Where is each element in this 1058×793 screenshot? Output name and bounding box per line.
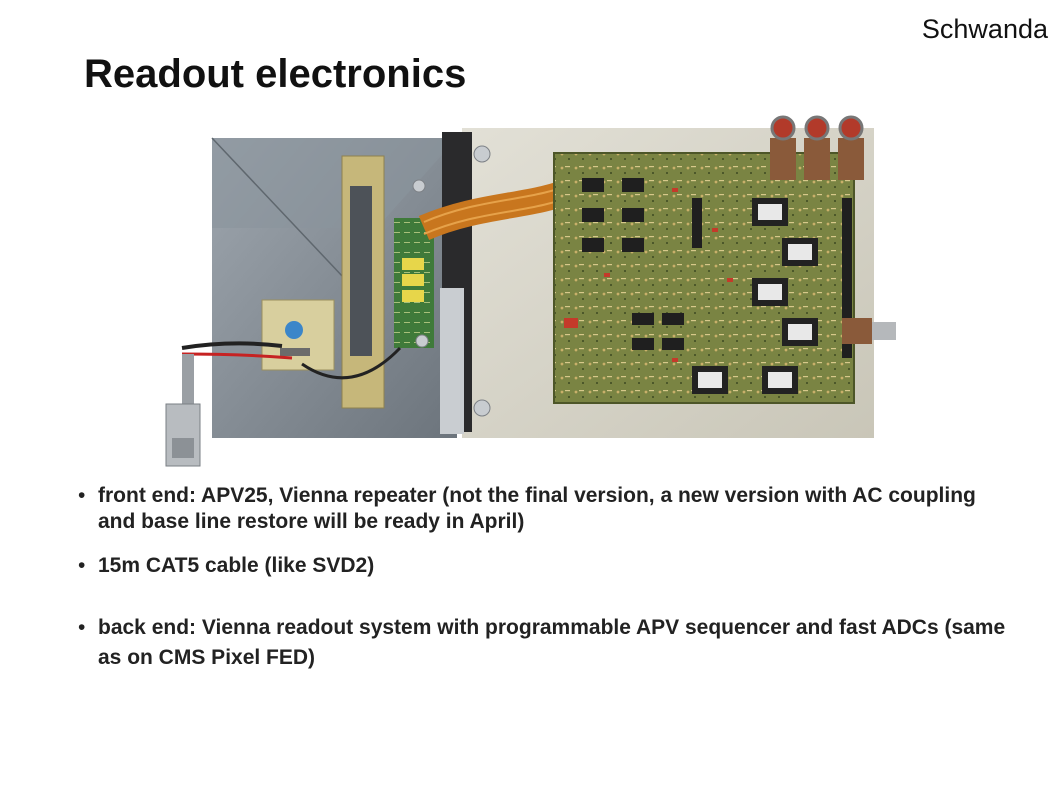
ic-chips — [582, 178, 852, 358]
output-connectors — [770, 115, 896, 344]
bullet-list: • front end: APV25, Vienna repeater (not… — [74, 483, 1014, 673]
author-name: Schwanda — [921, 14, 1048, 44]
bullet-text: back end: Vienna readout system with pro… — [98, 616, 1006, 669]
bullet-marker: • — [78, 616, 86, 639]
lemo-connector — [182, 354, 194, 404]
bullet-text: front end: APV25, Vienna repeater (not t… — [98, 484, 976, 533]
voltage-regulators — [692, 198, 818, 394]
readout-pcb — [553, 152, 855, 404]
bullet-marker: • — [78, 484, 86, 507]
bullet-cable: • 15m CAT5 cable (like SVD2) — [74, 553, 1014, 579]
bullet-marker: • — [78, 554, 86, 577]
circuit-board-photo — [165, 115, 896, 467]
sensor — [350, 186, 372, 356]
bullet-back-end: • back end: Vienna readout system with p… — [74, 613, 1014, 673]
bullet-front-end: • front end: APV25, Vienna repeater (not… — [74, 483, 1014, 535]
slide-title: Readout electronics — [84, 52, 467, 96]
bullet-text: 15m CAT5 cable (like SVD2) — [98, 554, 375, 577]
